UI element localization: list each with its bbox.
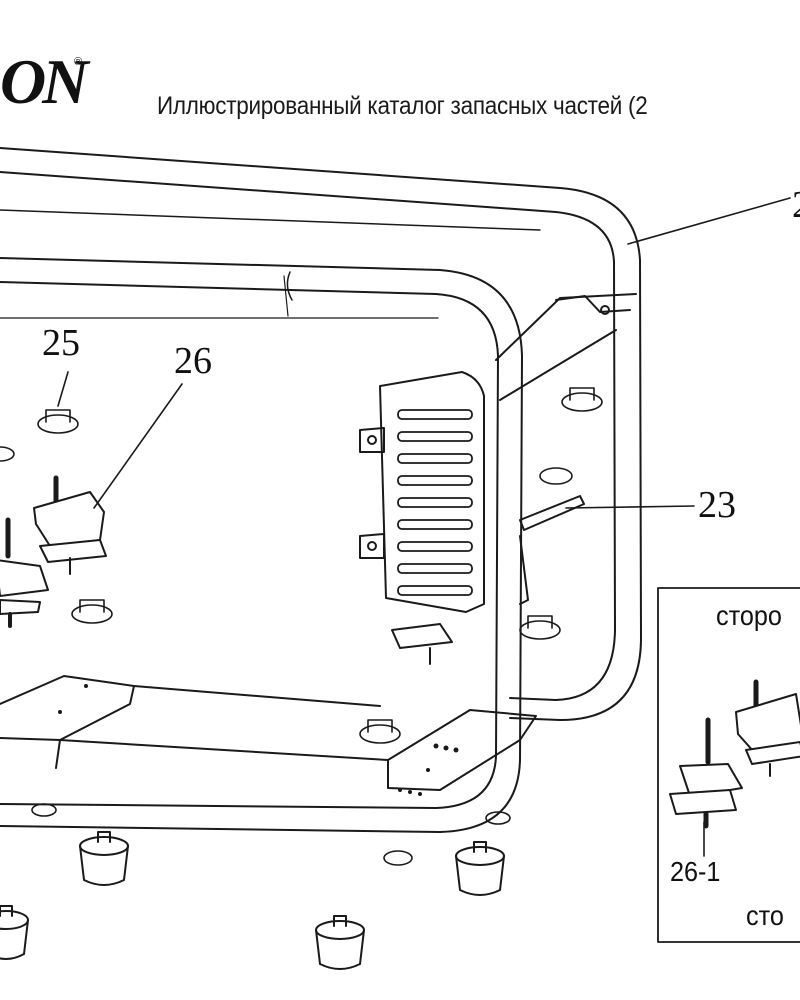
part-26-mount — [33, 475, 107, 575]
inset-part-label: 26-1 — [670, 856, 721, 887]
inset-top-label: сторо — [716, 600, 782, 631]
leader-lines — [57, 197, 791, 857]
base-rails — [0, 675, 537, 796]
rubber-feet — [0, 831, 505, 970]
callout-25: 25 — [42, 322, 80, 364]
part-23-bracket — [519, 495, 585, 605]
rear-frame-tube — [0, 147, 642, 721]
left-mount-assembly — [0, 517, 49, 628]
inset-box — [657, 587, 800, 943]
callout-23: 23 — [698, 484, 736, 526]
flange-nuts — [0, 387, 603, 866]
cross-brace — [495, 293, 637, 401]
callout-26: 26 — [174, 340, 212, 382]
registered-mark: ® — [74, 56, 83, 68]
page-title: Иллюстрированный каталог запасных частей… — [157, 92, 648, 120]
front-frame-tube — [0, 257, 523, 833]
vented-panel — [359, 371, 485, 665]
brand-logo: ON — [0, 46, 88, 117]
callout-2: 2 — [792, 186, 800, 224]
inset-bottom-label: сто — [746, 900, 784, 931]
